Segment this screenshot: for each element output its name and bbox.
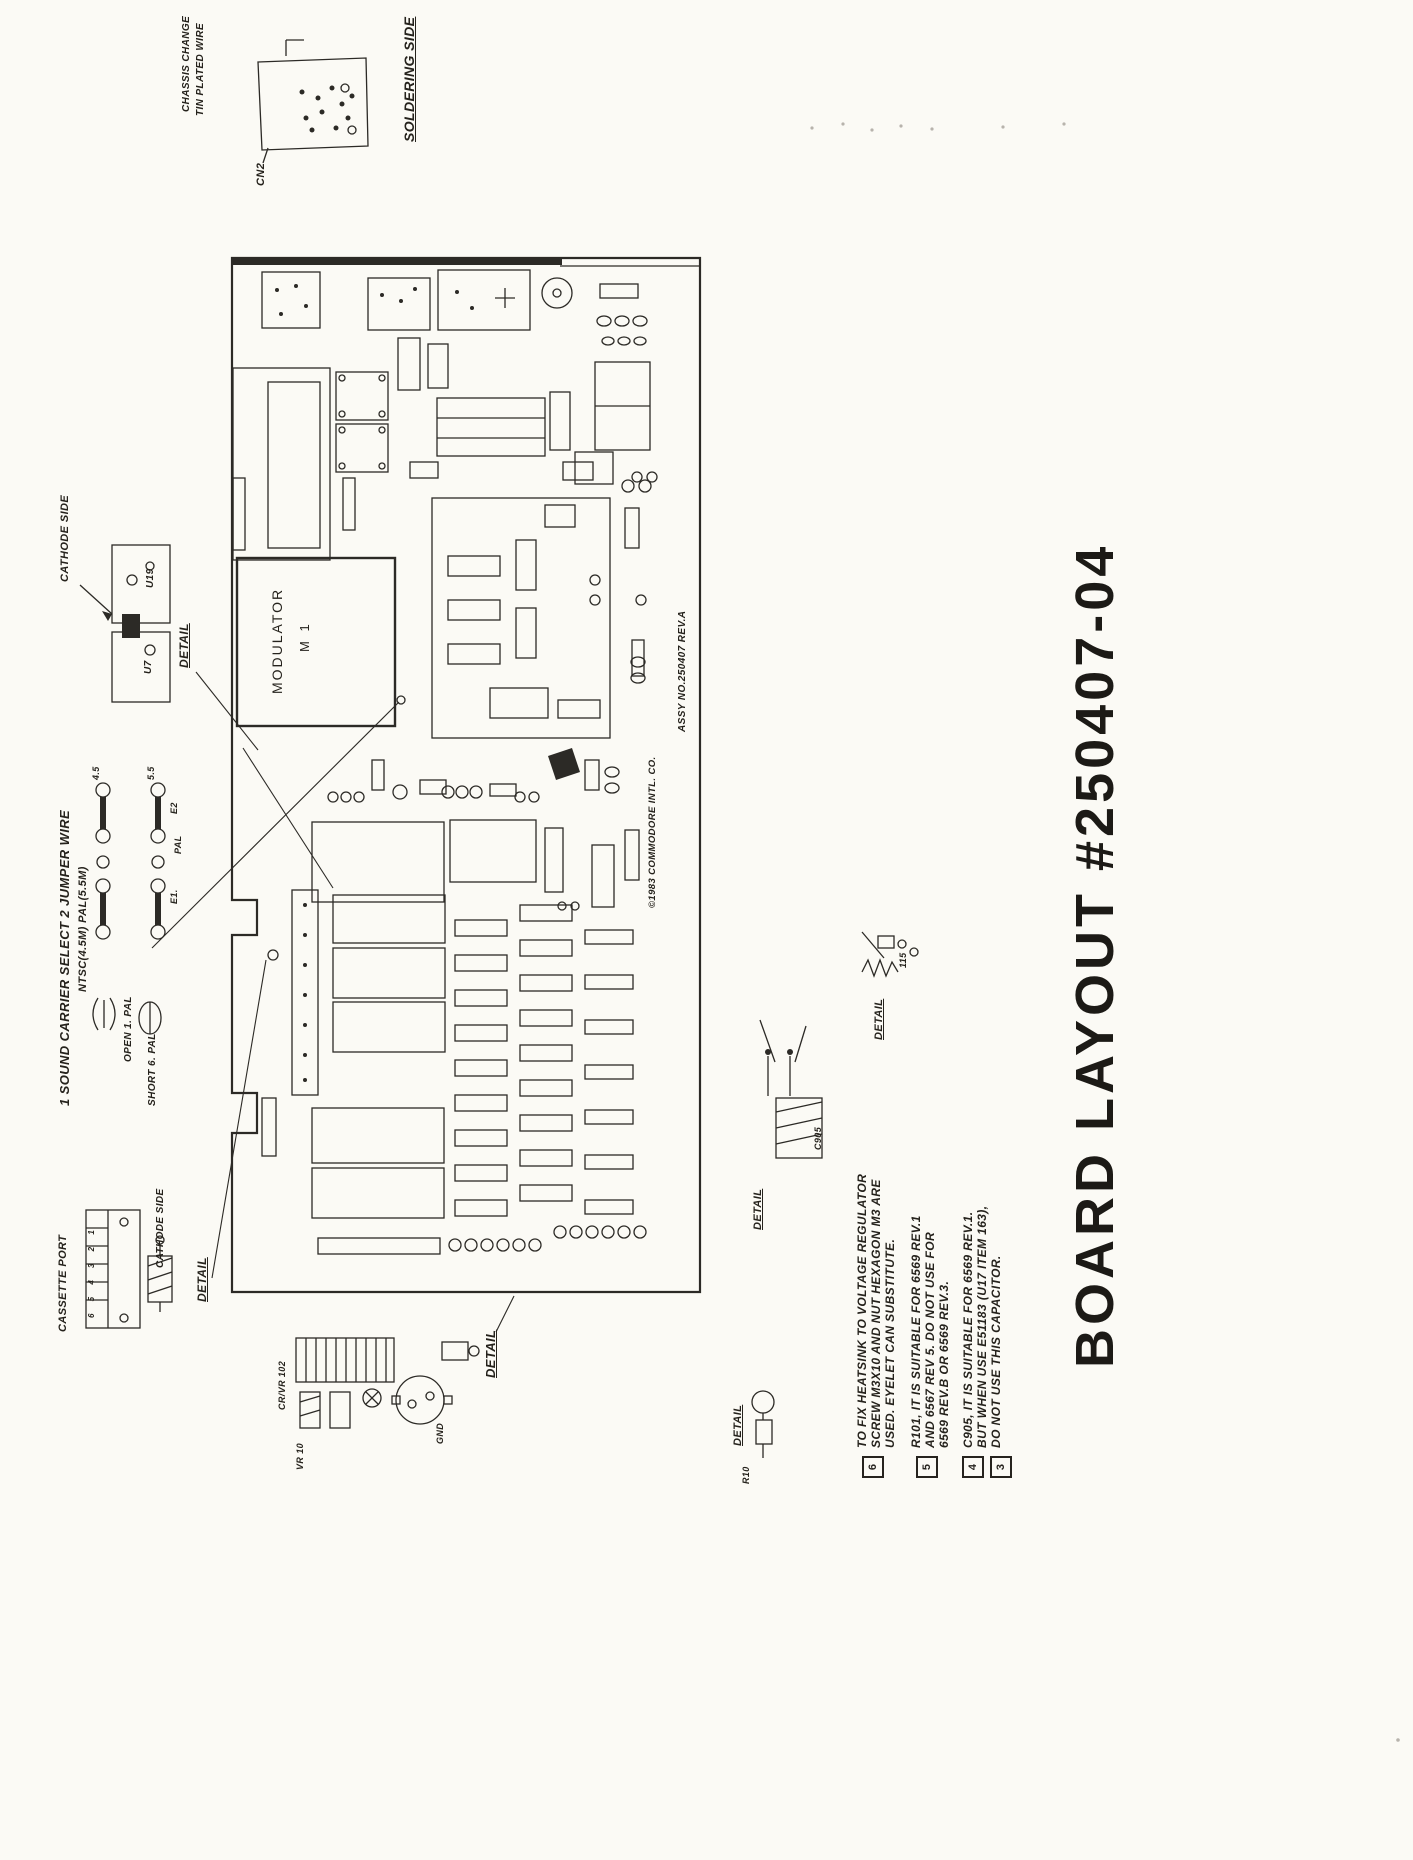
crvr102-ref-label: CR/VR 102 [277, 1360, 287, 1410]
c905-ref-label: C905 [813, 1126, 823, 1150]
jumper-e1-label: E1. [169, 889, 179, 904]
short-pal-label: SHORT 6. PAL [147, 1033, 158, 1106]
board-leader-lines [151, 671, 515, 1333]
shield-area [431, 479, 652, 739]
upper-mid-components [409, 361, 658, 485]
cassette-port-label: CASSETTE PORT [57, 1234, 69, 1332]
cassette-pin-numbers: 6 5 4 3 2 1 [87, 1225, 96, 1318]
note5-line2: AND 6567 REV 5. DO NOT USE FOR [923, 1231, 937, 1448]
open-pal-label: OPEN 1. PAL [123, 996, 134, 1062]
note6-line2: SCREW M3X10 AND NUT HEXAGON M3 ARE [869, 1179, 883, 1448]
gnd-ref-label: GND [435, 1422, 445, 1444]
detail-label-cathode: DETAIL [177, 623, 191, 668]
note6-line1: TO FIX HEATSINK TO VOLTAGE REGULATOR [855, 1173, 869, 1448]
jumper-55-label: 5.5 [146, 766, 156, 780]
note6-number-badge: 6 [862, 1456, 884, 1478]
note5-line1: R101, IT IS SUITABLE FOR 6569 REV.1 [909, 1215, 923, 1448]
note43-line1: C905, IT IS SUITABLE FOR 6569 REV.1. [961, 1211, 975, 1448]
cn2-ref-label: CN2 [255, 162, 267, 186]
r10-ref-label: R10 [741, 1466, 751, 1484]
cathode-side-label-bottom: CATHODE SIDE [155, 1188, 166, 1268]
page-title: BOARD LAYOUT #250407-04 [1065, 542, 1125, 1368]
detail-label-cassette: DETAIL [195, 1257, 209, 1302]
jumper-e2-label: E2 [169, 802, 179, 814]
detail-label-r10: DETAIL [732, 1404, 744, 1446]
keyboard-connector [291, 889, 319, 1096]
u7-ref-label: U7 [143, 660, 154, 674]
modulator-label: MODULATOR [269, 587, 285, 694]
note5-line3: 6569 REV.B OR 6569 REV.3. [937, 1280, 951, 1448]
left-edge-connector [232, 337, 449, 561]
cathode-detail-art [79, 544, 171, 703]
top-connectors [261, 269, 648, 346]
sound-carrier-note-line1: 1 SOUND CARRIER SELECT 2 JUMPER WIRE [57, 809, 72, 1106]
jumper-45-label: 4.5 [91, 766, 101, 780]
mid-capacitor-row [327, 748, 620, 803]
note43-line2: BUT WHEN USE E51183 (U17 ITEM 163), [975, 1205, 989, 1448]
bottom-caps [261, 949, 647, 1255]
detail-label-115: DETAIL [873, 998, 885, 1040]
r115-ref-label: 115 [898, 952, 908, 968]
cathode-side-label-top: CATHODE SIDE [59, 494, 71, 582]
scan-noise [810, 122, 1400, 1742]
soldering-side-label: SOLDERING SIDE [401, 16, 417, 142]
cn2-detail-art [257, 39, 369, 164]
modulator-outline [232, 477, 406, 728]
sound-carrier-note-line2: NTSC(4.5M) PAL(5.5M) [77, 866, 89, 992]
cassette-detail-art [85, 1209, 173, 1329]
r115-detail-art [861, 931, 919, 978]
mid-ic-band [311, 819, 640, 911]
board-outline [230, 256, 702, 1294]
u19-ref-label: U19 [145, 568, 156, 588]
cn2-note-line2: TIN PLATED WIRE [195, 22, 206, 116]
note6-line3: USED. EYELET CAN SUBSTITUTE. [883, 1238, 897, 1448]
assy-number-label: ASSY NO.250407 REV.A [677, 610, 688, 732]
modulator-ref-label: M 1 [297, 621, 312, 652]
regulator-detail-art [295, 1337, 480, 1429]
note3-number-badge: 3 [990, 1456, 1012, 1478]
lower-ics [311, 894, 634, 1219]
c905-detail-art [759, 1019, 823, 1159]
cn2-note-line1: CHASSIS CHANGE [181, 15, 192, 112]
note4-number-badge: 4 [962, 1456, 984, 1478]
note5-number-badge: 5 [916, 1456, 938, 1478]
jumper-detail-art [92, 782, 166, 1035]
copyright-label: ©1983 COMMODORE INTL. CO. [647, 756, 658, 908]
detail-label-c905: DETAIL [752, 1188, 764, 1230]
jumper-pal-label: PAL [173, 835, 183, 854]
note43-line3: DO NOT USE THIS CAPACITOR. [989, 1255, 1003, 1448]
detail-label-regulator: DETAIL [483, 1329, 498, 1378]
r10-detail-art [751, 1390, 775, 1458]
vr10-ref-label: VR 10 [295, 1442, 305, 1470]
